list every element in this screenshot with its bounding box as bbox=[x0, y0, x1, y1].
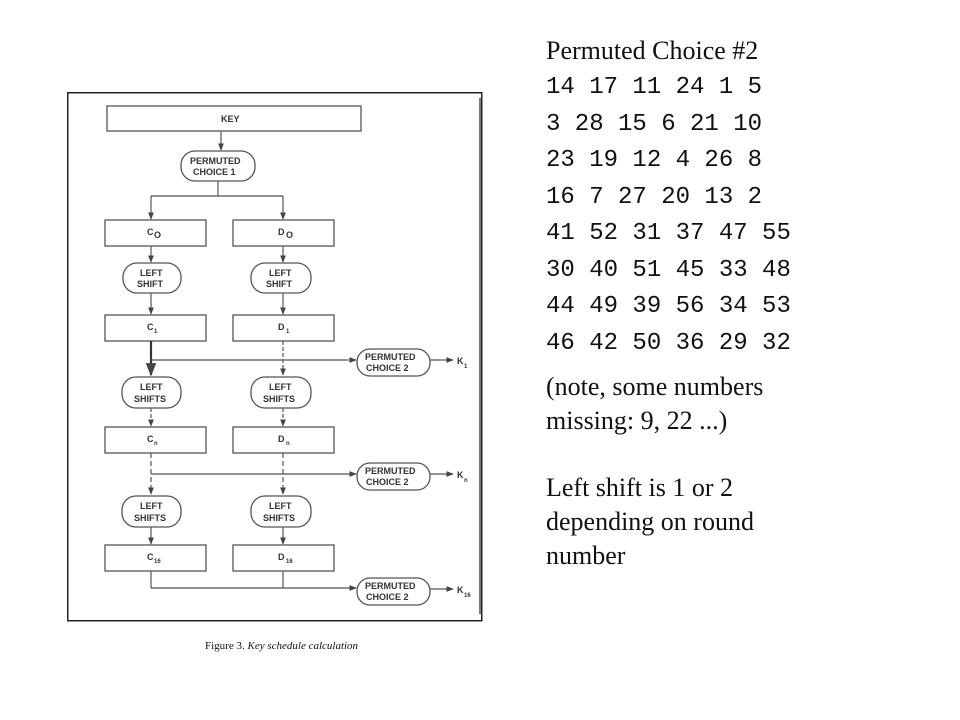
figure-caption-text: Key schedule calculation bbox=[247, 640, 359, 652]
pc-row: 44 49 39 56 34 53 bbox=[546, 293, 791, 320]
svg-text:SHIFTS: SHIFTS bbox=[134, 513, 166, 523]
kn-subscript: n bbox=[464, 478, 468, 484]
svg-text:PERMUTED: PERMUTED bbox=[190, 156, 241, 166]
svg-text:C: C bbox=[147, 322, 154, 332]
svg-text:O: O bbox=[154, 230, 161, 240]
pc-row: 30 40 51 45 33 48 bbox=[546, 256, 791, 284]
svg-text:D: D bbox=[278, 552, 285, 562]
shift-note-line: Left shift is 1 or 2 bbox=[546, 473, 734, 502]
svg-text:KEY: KEY bbox=[221, 114, 240, 124]
svg-text:SHIFTS: SHIFTS bbox=[263, 513, 295, 523]
pc-row: 41 52 31 37 47 55 bbox=[546, 220, 791, 247]
left-shifts-d-2: LEFT SHIFTS bbox=[250, 376, 312, 409]
shift-note-line: number bbox=[546, 541, 626, 570]
svg-text:LEFT: LEFT bbox=[140, 382, 163, 392]
key-schedule-diagram: KEY PERMUTED CHOICE 1 C O D O LEFT bbox=[67, 92, 483, 622]
pc-row: 14 17 11 24 1 5 bbox=[546, 74, 763, 101]
d1-box: D 1 bbox=[232, 314, 335, 342]
k16-label: K bbox=[457, 585, 464, 595]
svg-text:16: 16 bbox=[286, 559, 293, 565]
kn-label: K bbox=[457, 470, 464, 480]
permuted-choice-table: 14 17 11 24 1 5 3 28 15 6 21 10 23 19 12… bbox=[546, 70, 951, 362]
svg-text:n: n bbox=[286, 441, 290, 447]
pc-row: 23 19 12 4 26 8 bbox=[546, 147, 763, 174]
svg-text:LEFT: LEFT bbox=[269, 382, 292, 392]
left-shift-c-1: LEFT SHIFT bbox=[122, 262, 182, 294]
svg-text:LEFT: LEFT bbox=[269, 501, 292, 511]
svg-text:1: 1 bbox=[154, 329, 158, 335]
key-box: KEY bbox=[106, 105, 362, 132]
note-line: missing: 9, 22 ...) bbox=[546, 406, 728, 435]
svg-text:C: C bbox=[147, 552, 154, 562]
permuted-choice-2-a: PERMUTED CHOICE 2 bbox=[356, 348, 431, 377]
svg-text:LEFT: LEFT bbox=[140, 268, 163, 278]
svg-text:SHIFTS: SHIFTS bbox=[263, 394, 295, 404]
diagram-frame bbox=[67, 92, 483, 622]
shift-note-line: depending on round bbox=[546, 507, 754, 536]
svg-text:SHIFTS: SHIFTS bbox=[134, 394, 166, 404]
dn-box: D n bbox=[232, 426, 335, 454]
cn-box: C n bbox=[104, 426, 207, 454]
svg-text:LEFT: LEFT bbox=[269, 268, 292, 278]
permuted-choice-2-b: PERMUTED CHOICE 2 bbox=[356, 462, 431, 491]
permuted-choice-panel: Permuted Choice #2 14 17 11 24 1 5 3 28 … bbox=[546, 34, 951, 573]
c0-box: C O bbox=[104, 219, 207, 247]
svg-text:CHOICE 1: CHOICE 1 bbox=[193, 167, 236, 177]
k1-subscript: 1 bbox=[464, 364, 468, 370]
pc-row: 46 42 50 36 29 32 bbox=[546, 329, 791, 357]
svg-text:D: D bbox=[278, 434, 285, 444]
svg-text:PERMUTED: PERMUTED bbox=[365, 466, 416, 476]
figure-caption: Figure 3. Key schedule calculation bbox=[205, 640, 358, 652]
svg-text:D: D bbox=[278, 322, 285, 332]
svg-text:PERMUTED: PERMUTED bbox=[365, 581, 416, 591]
permuted-choice-2-c: PERMUTED CHOICE 2 bbox=[356, 577, 431, 606]
svg-text:LEFT: LEFT bbox=[140, 501, 163, 511]
left-shifts-c-2: LEFT SHIFTS bbox=[121, 376, 182, 409]
figure-caption-prefix: Figure 3. bbox=[205, 640, 248, 652]
svg-text:CHOICE 2: CHOICE 2 bbox=[366, 592, 409, 602]
svg-text:D: D bbox=[278, 227, 285, 237]
svg-text:C: C bbox=[147, 227, 154, 237]
k16-subscript: 16 bbox=[464, 593, 471, 599]
svg-text:n: n bbox=[154, 441, 158, 447]
svg-text:CHOICE 2: CHOICE 2 bbox=[366, 477, 409, 487]
svg-text:SHIFT: SHIFT bbox=[266, 279, 293, 289]
svg-text:SHIFT: SHIFT bbox=[137, 279, 164, 289]
c16-box: C 16 bbox=[104, 544, 207, 572]
svg-text:C: C bbox=[147, 434, 154, 444]
permuted-choice-1: PERMUTED CHOICE 1 bbox=[180, 150, 256, 182]
key-schedule-flowchart: KEY PERMUTED CHOICE 1 C O D O LEFT bbox=[67, 92, 483, 622]
left-shift-d-1: LEFT SHIFT bbox=[250, 262, 312, 294]
d16-box: D 16 bbox=[232, 544, 335, 572]
svg-text:CHOICE 2: CHOICE 2 bbox=[366, 363, 409, 373]
svg-text:O: O bbox=[286, 230, 293, 240]
k1-label: K bbox=[457, 356, 464, 366]
permuted-choice-title: Permuted Choice #2 bbox=[546, 36, 759, 65]
left-shifts-d-3: LEFT SHIFTS bbox=[250, 495, 312, 528]
left-shifts-c-3: LEFT SHIFTS bbox=[121, 495, 182, 528]
svg-text:1: 1 bbox=[286, 329, 290, 335]
pc-row: 3 28 15 6 21 10 bbox=[546, 110, 763, 138]
svg-text:16: 16 bbox=[154, 559, 161, 565]
missing-numbers-note: (note, some numbers missing: 9, 22 ...) bbox=[546, 370, 951, 438]
c1-box: C 1 bbox=[104, 314, 207, 342]
svg-text:PERMUTED: PERMUTED bbox=[365, 352, 416, 362]
note-line: (note, some numbers bbox=[546, 372, 764, 401]
d0-box: D O bbox=[232, 219, 335, 247]
pc-row: 16 7 27 20 13 2 bbox=[546, 183, 763, 211]
left-shift-note: Left shift is 1 or 2 depending on round … bbox=[546, 471, 951, 573]
